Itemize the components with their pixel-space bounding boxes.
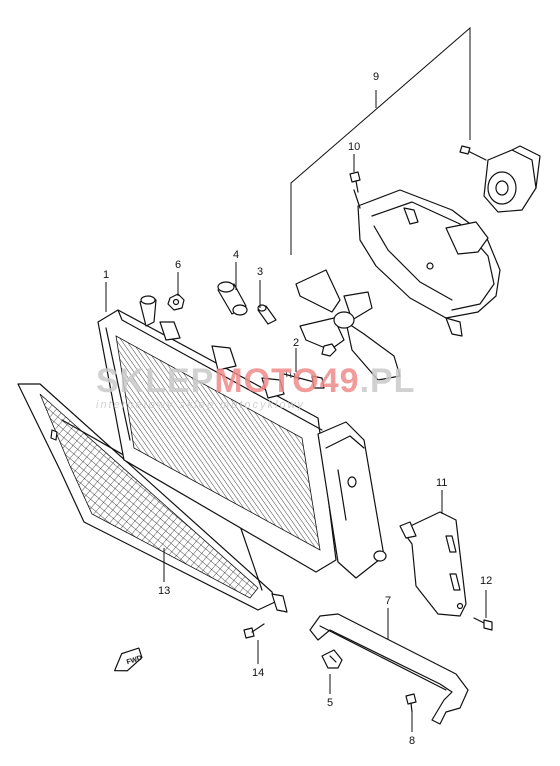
bolt-12	[473, 617, 493, 631]
callout-7: 7	[385, 595, 391, 607]
watermark-part-pl: .PL	[360, 362, 416, 400]
bolt-10	[349, 171, 361, 193]
bolt-2	[283, 370, 325, 389]
fwd-label: FWD	[126, 655, 143, 667]
callout-2: 2	[293, 337, 299, 349]
bolt-8	[405, 693, 417, 713]
callout-13: 13	[158, 585, 170, 597]
radiator-1	[97, 295, 387, 579]
callout-4: 4	[233, 249, 239, 261]
fwd-arrow-icon: FWD	[114, 647, 143, 672]
fan-assembly-bracket	[290, 26, 471, 255]
bracket-11	[399, 511, 467, 617]
watermark-title: SKLEPMOTO49.PL	[96, 362, 415, 400]
watermark-part-moto: MOTO	[214, 362, 319, 400]
fan-motor	[459, 145, 541, 213]
bracket-7	[309, 613, 469, 725]
grommet-4	[217, 281, 248, 316]
collar-3	[257, 304, 277, 325]
callout-11: 11	[436, 477, 447, 489]
callout-8: 8	[409, 735, 415, 747]
callout-3: 3	[257, 266, 263, 278]
callout-9: 9	[373, 71, 379, 83]
callout-12: 12	[480, 575, 492, 587]
fan-hub-nut	[321, 343, 337, 357]
callout-10: 10	[348, 141, 360, 153]
callout-labels: 1 2 3 4 5 6 7 8 9 10 11 12 13 14	[103, 71, 492, 747]
callout-14: 14	[252, 667, 264, 679]
nut-6	[167, 293, 185, 311]
fan-blade	[295, 269, 401, 381]
watermark-part-sklep: SKLEP	[96, 362, 214, 400]
clip-5	[321, 649, 343, 669]
leader-lines	[105, 154, 487, 732]
callout-5: 5	[327, 697, 333, 709]
watermark-tagline: internetowy sklep motocyklowy	[96, 399, 305, 411]
callout-6: 6	[175, 259, 181, 271]
watermark-part-49: 49	[320, 362, 360, 400]
bolt-14	[243, 623, 265, 639]
fan-shroud	[353, 189, 501, 337]
callout-1: 1	[103, 269, 109, 281]
watermark: SKLEPMOTO49.PL internetowy sklep motocyk…	[96, 362, 415, 411]
